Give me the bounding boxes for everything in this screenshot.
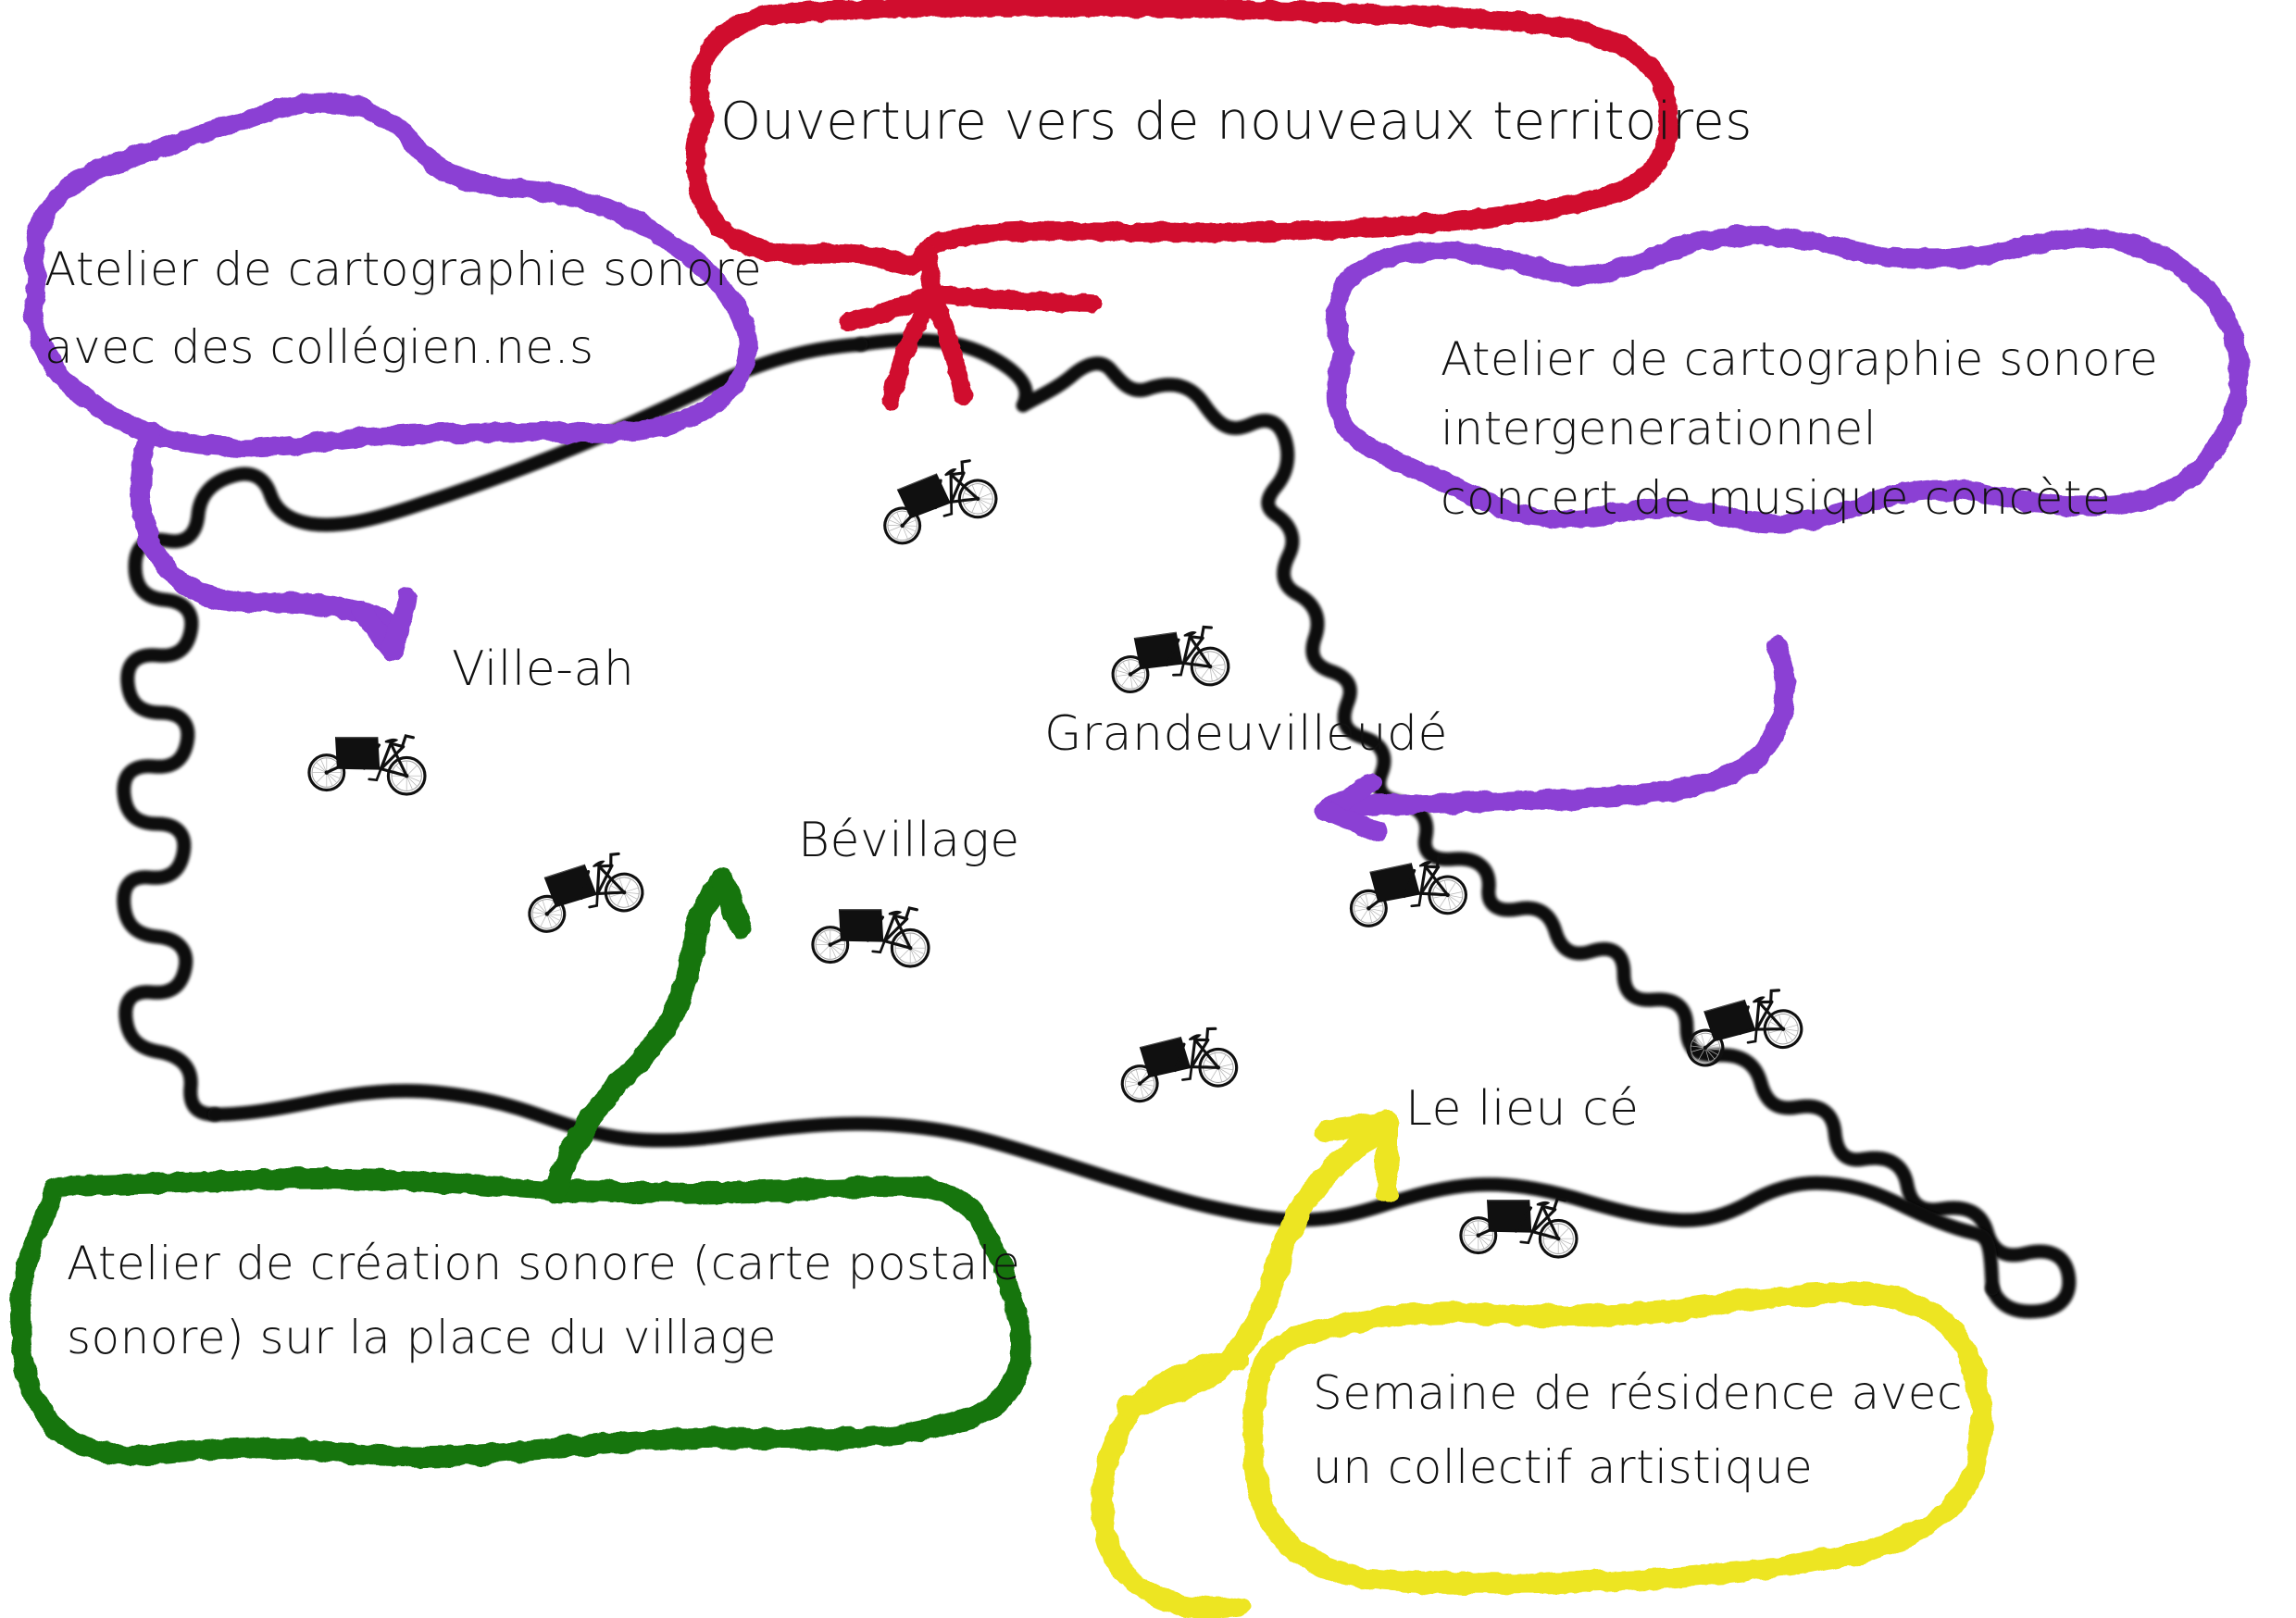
annotation-label-residence-line2: un collectif artistique xyxy=(1313,1440,1813,1494)
place-label-grandeuvilleude: Grandeuvilleudé xyxy=(1044,706,1448,762)
territory-outline xyxy=(117,332,2077,1319)
cargo-bike-icon[interactable] xyxy=(518,847,649,942)
annotation-label-intergen-line3: concert de musique concète xyxy=(1441,471,2111,525)
annotation-label-creation-line1: Atelier de création sonore (carte postal… xyxy=(67,1237,1020,1290)
cargo-bike-icon[interactable] xyxy=(307,734,427,796)
annotation-label-residence-line1: Semaine de résidence avec xyxy=(1313,1366,1963,1420)
annotation-label-ouverture: Ouverture vers de nouveaux territoires xyxy=(720,92,1753,152)
annotation-label-intergen-line2: intergenerationnel xyxy=(1441,402,1877,455)
annotation-creation-sonore[interactable]: Atelier de création sonore (carte postal… xyxy=(10,868,1031,1467)
place-label-ville-ah: Ville-ah xyxy=(452,641,634,697)
annotation-cartographie-collegiens[interactable]: Atelier de cartographie sonore avec des … xyxy=(23,93,762,660)
annotation-ouverture[interactable]: Ouverture vers de nouveaux territoires xyxy=(685,0,1753,409)
annotation-label-collegiens-line2: avec des collégien.ne.s xyxy=(44,320,594,374)
red-arrow xyxy=(839,243,1102,409)
annotation-cartographie-intergenerationnel[interactable]: Atelier de cartographie sonore intergene… xyxy=(1316,226,2250,841)
cargo-bike-markers xyxy=(307,453,1808,1259)
cargo-bike-icon[interactable] xyxy=(870,453,1004,554)
cargo-bike-icon[interactable] xyxy=(1459,1197,1578,1259)
place-labels: Ville-ah Grandeuvilleudé Bévillage Le li… xyxy=(452,641,1640,1137)
annotation-label-collegiens-line1: Atelier de cartographie sonore xyxy=(44,243,762,296)
yellow-arrow xyxy=(1118,1111,1398,1418)
purple-arrow-left xyxy=(130,421,418,660)
cargo-bike-icon[interactable] xyxy=(1112,1022,1242,1111)
place-label-bevillage: Bévillage xyxy=(798,813,1020,868)
cargo-bike-icon[interactable] xyxy=(811,906,930,968)
green-arrow xyxy=(544,868,752,1203)
annotation-label-creation-line2: sonore) sur la place du village xyxy=(67,1311,777,1364)
annotation-semaine-residence[interactable]: Semaine de résidence avec un collectif a… xyxy=(1091,1111,1992,1618)
annotation-label-intergen-line1: Atelier de cartographie sonore xyxy=(1441,332,2158,386)
purple-arrow-right xyxy=(1316,636,1795,841)
place-label-le-lieu-ce: Le lieu cé xyxy=(1405,1081,1640,1137)
cargo-bike-icon[interactable] xyxy=(1106,622,1232,700)
